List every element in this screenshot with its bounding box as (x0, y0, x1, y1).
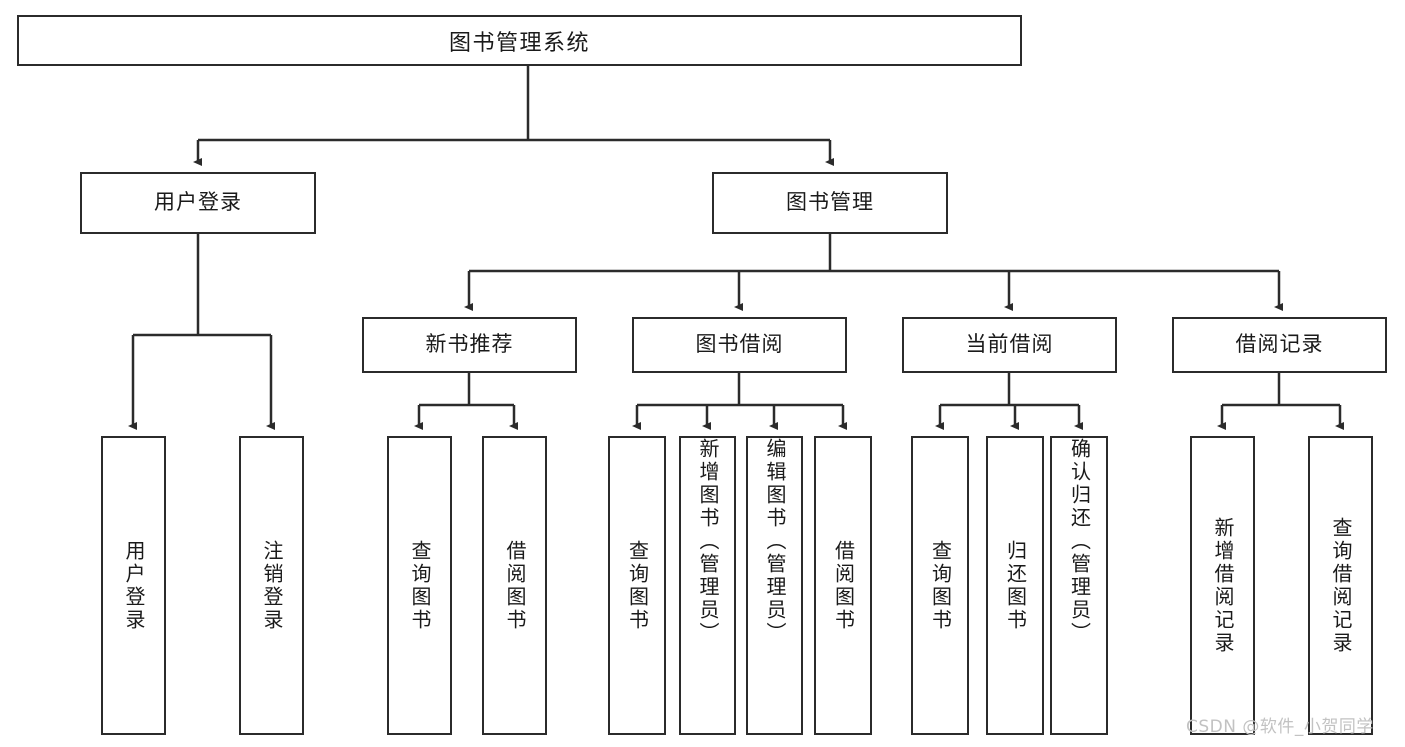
leaf-return-book[interactable]: 归还图书 (986, 436, 1044, 735)
node-book-manage[interactable]: 图书管理 (712, 172, 948, 234)
leaf-logout-label: 注销登录 (260, 539, 284, 632)
leaf-query-record[interactable]: 查询借阅记录 (1308, 436, 1373, 735)
leaf-user-login-label: 用户登录 (122, 539, 146, 632)
node-root-label: 图书管理系统 (448, 30, 590, 56)
leaf-query-record-label: 查询借阅记录 (1329, 516, 1353, 655)
leaf-user-login[interactable]: 用户登录 (101, 436, 166, 735)
leaf-borrow-book-2[interactable]: 借阅图书 (814, 436, 872, 735)
leaf-query-book-1[interactable]: 查询图书 (387, 436, 452, 735)
leaf-add-record[interactable]: 新增借阅记录 (1190, 436, 1255, 735)
leaf-return-book-label: 归还图书 (1003, 539, 1028, 632)
node-user-login[interactable]: 用户登录 (80, 172, 316, 234)
node-borrow-record-label: 借阅记录 (1235, 332, 1324, 357)
leaf-add-book-label: 新增图书（管理员） (696, 438, 720, 645)
node-user-login-label: 用户登录 (154, 190, 242, 215)
node-current-borrow[interactable]: 当前借阅 (902, 317, 1117, 373)
leaf-query-book-2[interactable]: 查询图书 (608, 436, 666, 735)
leaf-query-book-3[interactable]: 查询图书 (911, 436, 969, 735)
node-new-book-recommend[interactable]: 新书推荐 (362, 317, 577, 373)
leaf-edit-book[interactable]: 编辑图书（管理员） (746, 436, 803, 735)
node-new-book-recommend-label: 新书推荐 (425, 332, 514, 357)
node-current-borrow-label: 当前借阅 (965, 332, 1054, 357)
leaf-query-book-1-label: 查询图书 (408, 539, 432, 632)
leaf-query-book-2-label: 查询图书 (625, 539, 650, 632)
leaf-confirm-return-label: 确认归还（管理员） (1067, 438, 1092, 645)
leaf-add-book[interactable]: 新增图书（管理员） (679, 436, 736, 735)
node-borrow-record[interactable]: 借阅记录 (1172, 317, 1387, 373)
leaf-borrow-book-1-label: 借阅图书 (503, 539, 527, 632)
leaf-borrow-book-2-label: 借阅图书 (831, 539, 856, 632)
leaf-logout[interactable]: 注销登录 (239, 436, 304, 735)
leaf-query-book-3-label: 查询图书 (928, 539, 953, 632)
leaf-add-record-label: 新增借阅记录 (1211, 516, 1235, 655)
node-book-manage-label: 图书管理 (786, 190, 874, 215)
csdn-watermark: CSDN @软件_小贺同学 (1186, 717, 1374, 737)
node-book-borrow[interactable]: 图书借阅 (632, 317, 847, 373)
leaf-borrow-book-1[interactable]: 借阅图书 (482, 436, 547, 735)
leaf-edit-book-label: 编辑图书（管理员） (763, 438, 787, 645)
node-book-borrow-label: 图书借阅 (695, 332, 784, 357)
leaf-confirm-return[interactable]: 确认归还（管理员） (1050, 436, 1108, 735)
node-root[interactable]: 图书管理系统 (17, 15, 1022, 66)
